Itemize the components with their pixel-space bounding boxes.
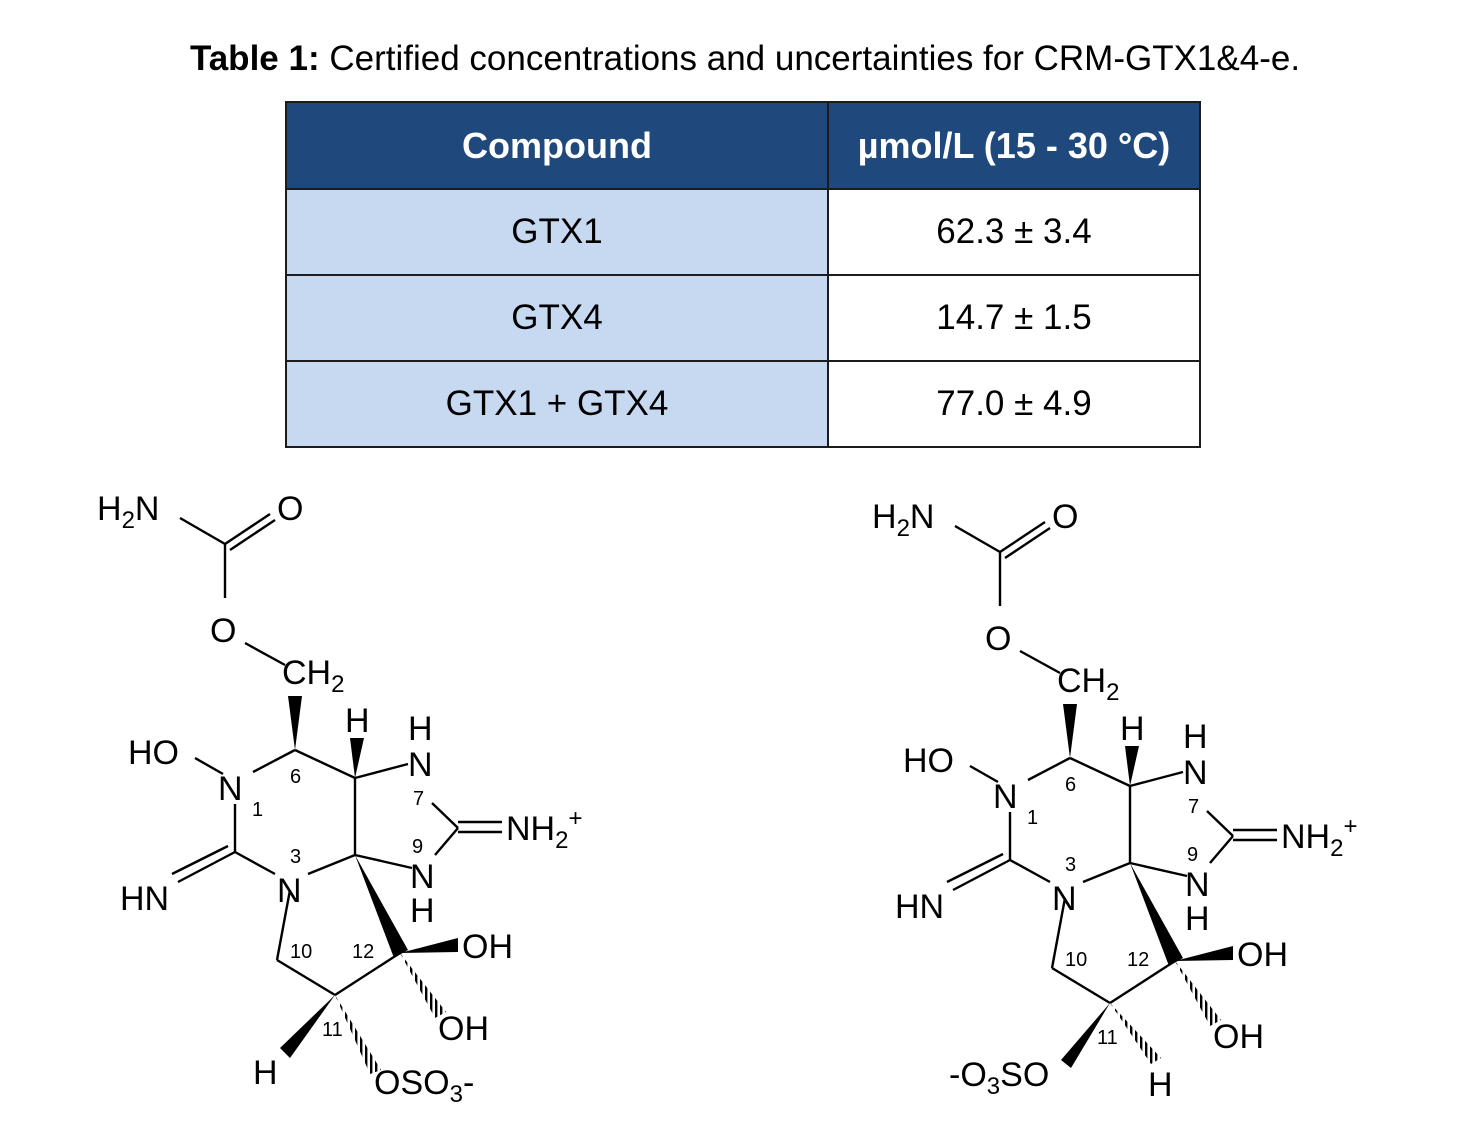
n9-label: N: [1185, 866, 1210, 904]
value-cell: 62.3 ± 3.4: [827, 188, 1201, 276]
compound-cell: GTX4: [285, 274, 829, 362]
n1-label: N: [218, 770, 243, 808]
header-compound: Compound: [285, 101, 829, 190]
ester-oxygen: O: [210, 612, 236, 650]
position-3: 3: [1065, 854, 1076, 876]
n7-label: N: [408, 746, 433, 784]
table-header-row: Compound µmol/L (15 - 30 °C): [285, 101, 1201, 190]
ch2-label: CH2: [282, 654, 344, 698]
table-caption: Table 1: Certified concentrations and un…: [0, 38, 1470, 80]
nh2-plus-label: NH2+: [1281, 813, 1357, 862]
n3-label: N: [277, 872, 302, 910]
structure-gtx1: H2N O O CH2 H HO N HN N H N N H NH2+ OH …: [97, 490, 582, 1108]
ho-label: HO: [903, 742, 954, 780]
n7-label: N: [1183, 754, 1208, 792]
hn-label: HN: [120, 880, 169, 918]
compound-cell: GTX1: [285, 188, 829, 276]
concentration-table: Compound µmol/L (15 - 30 °C) GTX1 62.3 ±…: [285, 101, 1201, 448]
sulfate-label: -O3SO: [949, 1056, 1049, 1100]
ester-oxygen: O: [985, 620, 1011, 658]
carbonyl-oxygen: O: [277, 490, 303, 528]
position-6: 6: [290, 766, 301, 788]
table-row: GTX1 + GTX4 77.0 ± 4.9: [285, 360, 1201, 448]
nh2-plus-label: NH2+: [506, 805, 582, 854]
oh-lower-label: OH: [1213, 1018, 1264, 1056]
carbonyl-oxygen: O: [1052, 498, 1078, 536]
hn-label: HN: [895, 888, 944, 926]
n3-label: N: [1052, 880, 1077, 918]
value-cell: 77.0 ± 4.9: [827, 360, 1201, 448]
position-11: 11: [322, 1019, 343, 1041]
header-concentration: µmol/L (15 - 30 °C): [827, 101, 1201, 190]
n9-label: N: [410, 858, 435, 896]
position-6: 6: [1065, 774, 1076, 796]
position-1: 1: [1027, 807, 1038, 829]
ho-label: HO: [128, 734, 179, 772]
position-9: 9: [412, 836, 423, 858]
position-1: 1: [252, 799, 263, 821]
n9-h-label: H: [1185, 900, 1210, 938]
position-10: 10: [1065, 949, 1087, 971]
position-7: 7: [413, 788, 424, 810]
h2n-label: H2N: [872, 498, 934, 542]
compound-cell: GTX1 + GTX4: [285, 360, 829, 448]
h-top-label: H: [345, 702, 370, 740]
h-top-label: H: [1120, 710, 1145, 748]
position-3: 3: [290, 846, 301, 868]
position-9: 9: [1187, 844, 1198, 866]
h-bottom-label: H: [1148, 1066, 1173, 1104]
position-12: 12: [1127, 949, 1149, 971]
oh-upper-label: OH: [1237, 936, 1288, 974]
n7-h-label: H: [408, 710, 433, 748]
position-10: 10: [290, 941, 312, 963]
oh-lower-label: OH: [438, 1010, 489, 1048]
table-row: GTX4 14.7 ± 1.5: [285, 274, 1201, 362]
table-row: GTX1 62.3 ± 3.4: [285, 188, 1201, 276]
n7-h-label: H: [1183, 718, 1208, 756]
position-12: 12: [352, 941, 374, 963]
h-bottom-label: H: [253, 1054, 278, 1092]
position-11: 11: [1097, 1027, 1118, 1049]
ch2-label: CH2: [1057, 662, 1119, 706]
n9-h-label: H: [410, 892, 435, 930]
structure-gtx4: H2N O O CH2 H HO N HN N H N N H NH2+ OH …: [872, 498, 1357, 1104]
value-cell: 14.7 ± 1.5: [827, 274, 1201, 362]
sulfate-label: OSO3-: [374, 1064, 474, 1108]
oh-upper-label: OH: [462, 928, 513, 966]
caption-label: Table 1:: [189, 39, 320, 78]
n1-label: N: [993, 778, 1018, 816]
caption-text: Certified concentrations and uncertainti…: [319, 39, 1301, 78]
h2n-label: H2N: [97, 490, 159, 534]
position-7: 7: [1188, 796, 1199, 818]
